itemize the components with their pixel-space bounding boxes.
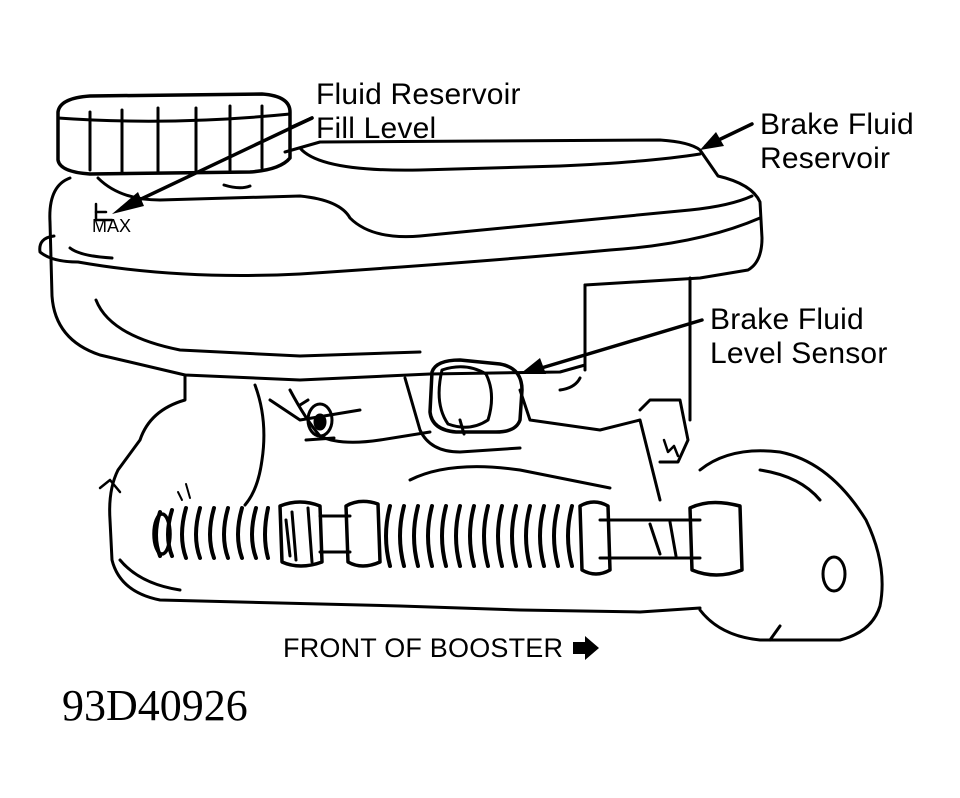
mounting-bolt [298, 398, 336, 442]
brake-fluid-level-sensor-label: Brake Fluid Level Sensor [710, 303, 888, 371]
fill-level-arrowhead [112, 192, 144, 214]
fill-level-leader [120, 116, 314, 210]
sensor-label-line1: Brake Fluid [710, 303, 864, 336]
reservoir-cap [56, 92, 292, 176]
reservoir-label-line1: Brake Fluid [760, 108, 914, 141]
front-of-booster-label: FRONT OF BOOSTER [283, 631, 600, 665]
fill-level-label-line2: Fill Level [316, 112, 437, 145]
outlet-fitting [662, 438, 680, 458]
brake-fluid-reservoir-label: Brake Fluid Reservoir [760, 108, 914, 176]
piston-assembly [152, 499, 744, 577]
mounting-flange [698, 449, 884, 642]
sensor-label-line2: Level Sensor [710, 337, 888, 370]
right-arrow-icon [573, 636, 600, 660]
reservoir-arrowhead [700, 132, 724, 150]
cylinder-body [98, 373, 702, 614]
sensor-leader [526, 318, 704, 374]
leader-arrows [112, 116, 754, 374]
level-sensor [428, 358, 524, 436]
fill-level-label-line1: Fluid Reservoir [316, 78, 521, 111]
brake-fluid-reservoir [38, 138, 764, 422]
max-level-mark [94, 202, 114, 222]
fluid-reservoir-fill-level-label: Fluid Reservoir Fill Level [316, 78, 521, 146]
front-of-booster-text: FRONT OF BOOSTER [283, 633, 564, 663]
figure-code: 93D40926 [62, 681, 248, 730]
sensor-arrowhead [520, 358, 546, 374]
fill-level-pointer-tail [288, 116, 314, 130]
reservoir-label-line2: Reservoir [760, 142, 891, 175]
max-mark-text: MAX [92, 216, 132, 236]
